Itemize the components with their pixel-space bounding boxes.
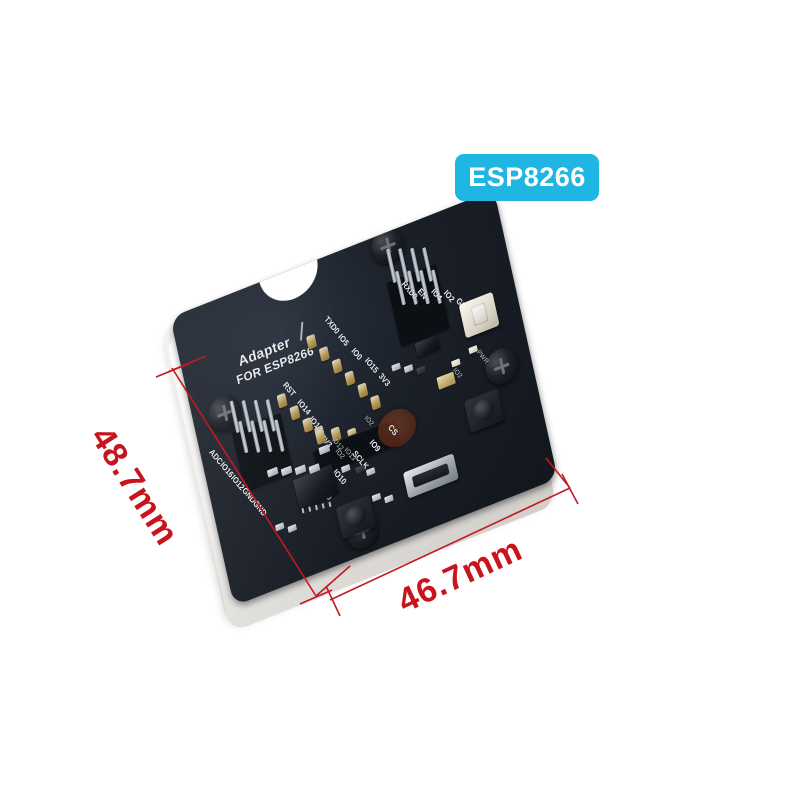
tantalum-capacitor	[436, 371, 456, 390]
smd-resistor	[391, 362, 401, 372]
ic-leg	[301, 507, 305, 514]
socket-left-label: 3V3	[376, 371, 392, 389]
dimension-tick-right	[561, 473, 579, 505]
pogo-pin-contact	[344, 370, 356, 387]
smd-resistor	[365, 467, 376, 477]
pogo-pin-contact	[331, 358, 343, 375]
socket-left-label: IO0	[349, 345, 364, 363]
pogo-pin-contact	[276, 392, 288, 409]
smd-resistor	[274, 522, 285, 532]
smd-capacitor	[340, 463, 351, 474]
corner-screw-right	[482, 343, 522, 390]
power-slide-switch[interactable]	[458, 291, 500, 339]
dimension-label-height: 48.7mm	[82, 420, 187, 553]
pogo-pin-contact	[370, 394, 382, 411]
ic-leg	[314, 504, 318, 511]
product-name-badge: ESP8266	[455, 154, 599, 201]
pogo-wire	[299, 321, 304, 341]
smd-resistor	[287, 523, 298, 533]
smd-resistor	[416, 365, 426, 375]
ic-leg	[328, 501, 332, 508]
socket-left-label: IO5	[336, 331, 351, 349]
pogo-pin-contact	[305, 333, 318, 350]
smd-resistor	[384, 494, 394, 504]
pcb-top-notch	[252, 229, 324, 310]
pogo-pin-contact	[357, 382, 369, 399]
ic-leg	[321, 503, 325, 509]
smd-capacitor	[355, 464, 365, 475]
smd-resistor	[294, 464, 307, 476]
product-name-badge-label: ESP8266	[468, 162, 586, 192]
socket-left-label: TXD0	[322, 314, 342, 337]
flash-button[interactable]	[463, 388, 505, 434]
micro-usb-connector[interactable]	[402, 453, 459, 499]
left-header-label: GND	[251, 498, 269, 519]
smd-resistor	[403, 364, 414, 374]
socket-left-label: IO15	[363, 355, 381, 376]
pogo-pin-contact	[318, 345, 331, 363]
smd-resistor	[371, 492, 382, 502]
ic-leg	[308, 506, 312, 512]
